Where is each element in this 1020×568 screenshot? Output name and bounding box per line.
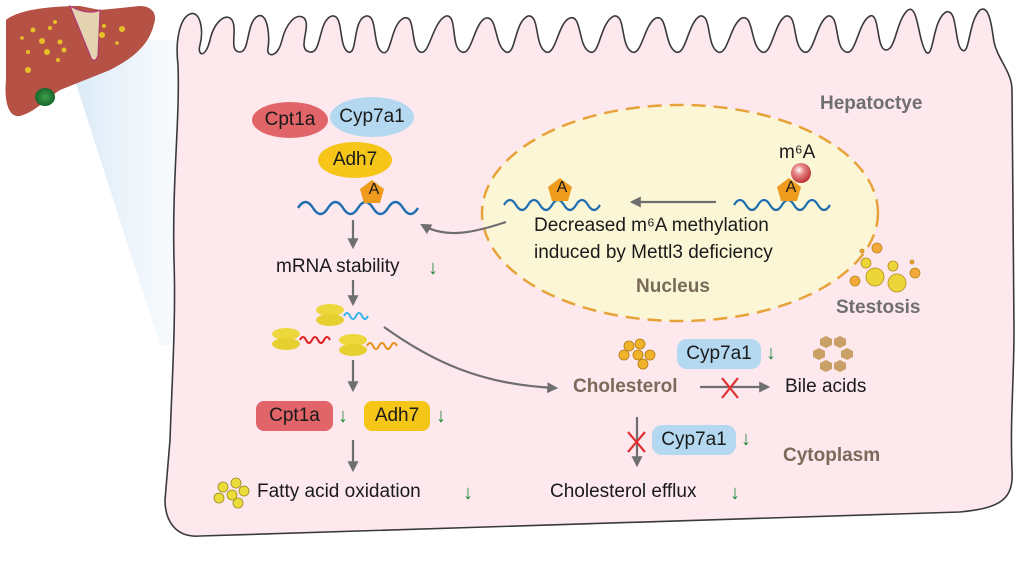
inhibit-x-bile [721, 377, 739, 399]
liver-illustration [5, 4, 156, 117]
mrna-strand-cytoplasm [296, 200, 420, 216]
down-arrow-icon: ↓ [463, 482, 473, 504]
adenine-label-cytoplasm: A [368, 181, 380, 198]
steatosis-droplets [849, 242, 921, 293]
cytoplasm-label: Cytoplasm [783, 445, 881, 466]
arrow-to-cholesterol [383, 326, 559, 394]
arrow-nucleus-export [420, 220, 507, 235]
cell-label: Hepatoctye [820, 93, 923, 114]
cyp7a1-pill-lower [652, 425, 736, 455]
zoom-beam [62, 40, 178, 345]
cyp7a1-upper-label: Cyp7a1 [686, 343, 752, 364]
down-arrow-icon: ↓ [428, 257, 438, 279]
lipid-droplets-icon [213, 477, 250, 509]
bile-acids-label: Bile acids [785, 376, 867, 397]
cyp7a1-lower-label: Cyp7a1 [661, 429, 727, 450]
mrna-stability-label: mRNA stability [276, 256, 400, 277]
down-arrow-icon: ↓ [766, 342, 776, 364]
bile-acid-icon [813, 336, 853, 372]
cyp7a1-label: Cyp7a1 [339, 106, 405, 127]
mrna-strand-unmethylated [503, 198, 601, 212]
inhibit-x-efflux [627, 431, 646, 453]
adenine-label-unmethylated: A [556, 179, 568, 196]
down-arrow-icon: ↓ [741, 428, 751, 450]
adh7-pill-label: Adh7 [374, 405, 420, 426]
cholesterol-efflux-label: Cholesterol efflux [550, 481, 697, 502]
ribosome-group [272, 304, 398, 356]
fatty-acid-oxidation-label: Fatty acid oxidation [257, 481, 421, 502]
cyp7a1-pill-upper [677, 339, 761, 369]
cpt1a-pill [256, 401, 333, 431]
adenine-pentagon-cytoplasm [360, 180, 384, 203]
adh7-label: Adh7 [332, 149, 378, 170]
cyp7a1-ellipse [330, 97, 414, 137]
adenine-pentagon-unmethylated [548, 178, 572, 201]
cholesterol-label: Cholesterol [573, 376, 678, 397]
m6a-label: m⁶A [779, 142, 816, 163]
nucleus-label: Nucleus [636, 276, 710, 297]
down-arrow-icon: ↓ [730, 482, 740, 504]
adh7-pill-bg [364, 401, 430, 431]
adenine-label-methylated: A [785, 179, 797, 196]
cpt1a-pill-label: Cpt1a [269, 405, 320, 426]
nucleus-description-line1: Decreased m⁶A methylation [534, 215, 769, 236]
down-arrow-icon: ↓ [338, 405, 348, 427]
adh7-ellipse [318, 142, 392, 178]
steatosis-label: Stestosis [836, 297, 921, 318]
down-arrow-icon: ↓ [436, 405, 446, 427]
adenine-pentagon-methylated [777, 178, 801, 201]
m6a-methyl-ball [791, 163, 811, 183]
mrna-strand-methylated [733, 198, 831, 212]
nucleus [480, 103, 880, 323]
cpt1a-ellipse [252, 102, 328, 138]
cholesterol-icon [618, 338, 656, 370]
cpt1a-label: Cpt1a [264, 109, 316, 130]
nucleus-description-line2: induced by Mettl3 deficiency [534, 242, 773, 263]
